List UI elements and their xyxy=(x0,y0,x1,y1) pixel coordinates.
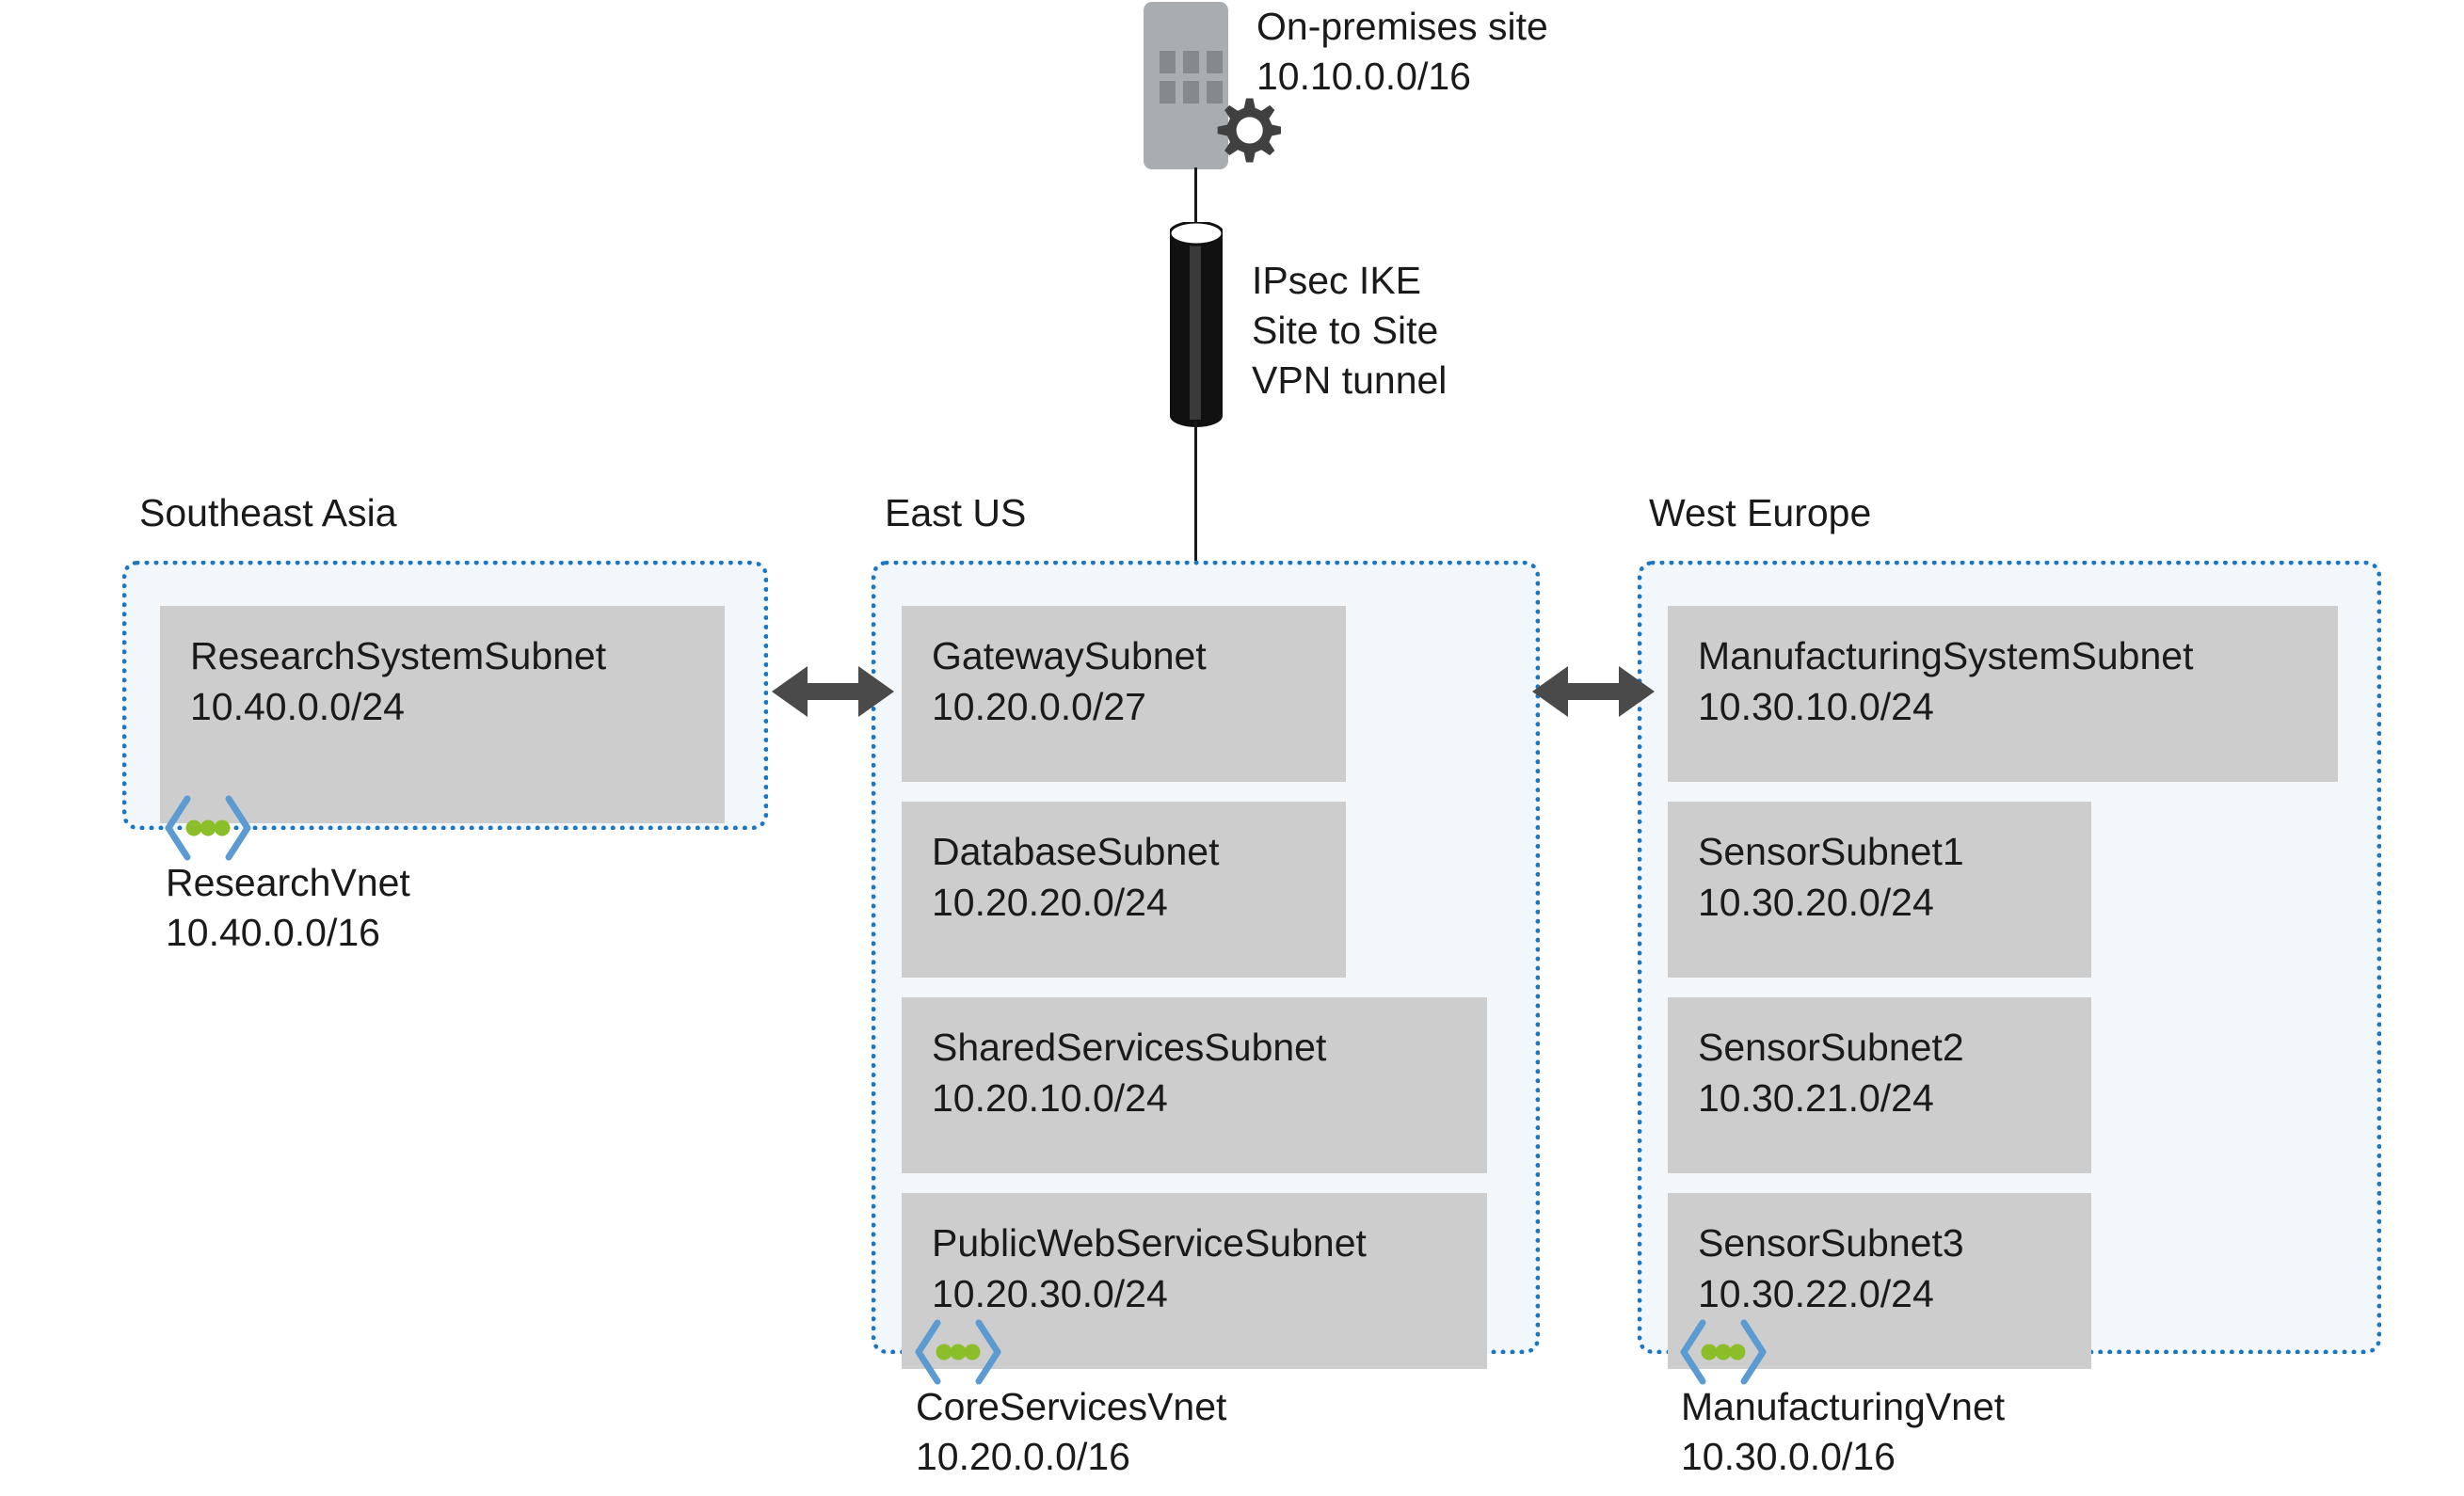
vpn-tunnel-label-line1: IPsec IKE xyxy=(1252,259,1422,302)
window-cell xyxy=(1160,81,1176,103)
subnet-cidr: 10.30.10.0/24 xyxy=(1698,685,1934,728)
vnet-name-research: ResearchVnet xyxy=(166,861,410,904)
vnet-icon-research[interactable] xyxy=(163,795,253,861)
region-label-southeast-asia: Southeast Asia xyxy=(139,491,397,534)
window-cell xyxy=(1207,81,1223,103)
server-building-icon xyxy=(1144,2,1228,169)
subnet-name: ManufacturingSystemSubnet xyxy=(1698,634,2194,677)
subnet-cidr: 10.30.20.0/24 xyxy=(1698,881,1934,924)
subnet-name: SensorSubnet3 xyxy=(1698,1221,1964,1265)
peering-arrow-southeast-asia-east-us[interactable] xyxy=(772,659,894,724)
on-premises-site-group: On-premises site 10.10.0.0/16 xyxy=(1144,2,1802,171)
subnet-box[interactable]: PublicWebServiceSubnet 10.20.30.0/24 xyxy=(902,1193,1487,1369)
subnet-cidr: 10.30.21.0/24 xyxy=(1698,1076,1934,1120)
subnet-cidr: 10.20.20.0/24 xyxy=(932,881,1168,924)
vpn-tunnel-label: IPsec IKE Site to Site VPN tunnel xyxy=(1252,256,1447,406)
window-cell xyxy=(1183,81,1199,103)
vpn-tunnel-label-line2: Site to Site xyxy=(1252,309,1439,352)
subnet-cidr: 10.20.10.0/24 xyxy=(932,1076,1168,1120)
vnet-cidr-manufacturing: 10.30.0.0/16 xyxy=(1681,1435,1896,1478)
vnet-icon-manufacturing[interactable] xyxy=(1678,1319,1768,1385)
subnet-box[interactable]: DatabaseSubnet 10.20.20.0/24 xyxy=(902,802,1346,978)
subnet-name: SensorSubnet1 xyxy=(1698,830,1964,873)
subnet-name: PublicWebServiceSubnet xyxy=(932,1221,1367,1265)
on-premises-site-label: On-premises site 10.10.0.0/16 xyxy=(1256,2,1548,102)
vnet-name-manufacturing: ManufacturingVnet xyxy=(1681,1385,2006,1428)
subnet-box[interactable]: GatewaySubnet 10.20.0.0/27 xyxy=(902,606,1346,782)
subnet-name: SharedServicesSubnet xyxy=(932,1026,1327,1069)
vnet-name-core-services: CoreServicesVnet xyxy=(916,1385,1227,1428)
subnet-name: SensorSubnet2 xyxy=(1698,1026,1964,1069)
on-premises-site-name: On-premises site xyxy=(1256,5,1548,48)
subnet-name: DatabaseSubnet xyxy=(932,830,1220,873)
on-premises-site-cidr: 10.10.0.0/16 xyxy=(1256,55,1471,98)
region-label-west-europe: West Europe xyxy=(1649,491,1872,534)
vnet-caption-core-services: CoreServicesVnet 10.20.0.0/16 xyxy=(916,1382,1226,1482)
subnet-cidr: 10.20.30.0/24 xyxy=(932,1272,1168,1315)
vnet-cidr-core-services: 10.20.0.0/16 xyxy=(916,1435,1130,1478)
vnet-cidr-research: 10.40.0.0/16 xyxy=(166,911,380,954)
window-cell xyxy=(1183,51,1199,73)
subnet-cidr: 10.20.0.0/27 xyxy=(932,685,1146,728)
vpn-tunnel-label-line3: VPN tunnel xyxy=(1252,358,1448,402)
subnet-box[interactable]: ResearchSystemSubnet 10.40.0.0/24 xyxy=(160,606,725,823)
tunnel-connector-line-lower xyxy=(1194,422,1197,561)
subnet-box[interactable]: SharedServicesSubnet 10.20.10.0/24 xyxy=(902,997,1487,1173)
region-label-east-us: East US xyxy=(885,491,1027,534)
subnet-box[interactable]: SensorSubnet2 10.30.21.0/24 xyxy=(1668,997,2091,1173)
building-windows xyxy=(1160,51,1223,103)
vnet-icon-core-services[interactable] xyxy=(913,1319,1003,1385)
window-cell xyxy=(1160,51,1176,73)
subnet-name: ResearchSystemSubnet xyxy=(190,634,607,677)
gear-icon xyxy=(1217,98,1281,163)
vnet-caption-research: ResearchVnet 10.40.0.0/16 xyxy=(166,858,410,958)
vnet-caption-manufacturing: ManufacturingVnet 10.30.0.0/16 xyxy=(1681,1382,2005,1482)
subnet-cidr: 10.30.22.0/24 xyxy=(1698,1272,1934,1315)
subnet-box[interactable]: ManufacturingSystemSubnet 10.30.10.0/24 xyxy=(1668,606,2338,782)
tunnel-connector-line-upper xyxy=(1194,167,1197,226)
vpn-tunnel-cylinder-icon xyxy=(1170,222,1223,427)
subnet-name: GatewaySubnet xyxy=(932,634,1207,677)
peering-arrow-east-us-west-europe[interactable] xyxy=(1532,659,1655,724)
subnet-box[interactable]: SensorSubnet1 10.30.20.0/24 xyxy=(1668,802,2091,978)
window-cell xyxy=(1207,51,1223,73)
subnet-cidr: 10.40.0.0/24 xyxy=(190,685,405,728)
subnet-box[interactable]: SensorSubnet3 10.30.22.0/24 xyxy=(1668,1193,2091,1369)
